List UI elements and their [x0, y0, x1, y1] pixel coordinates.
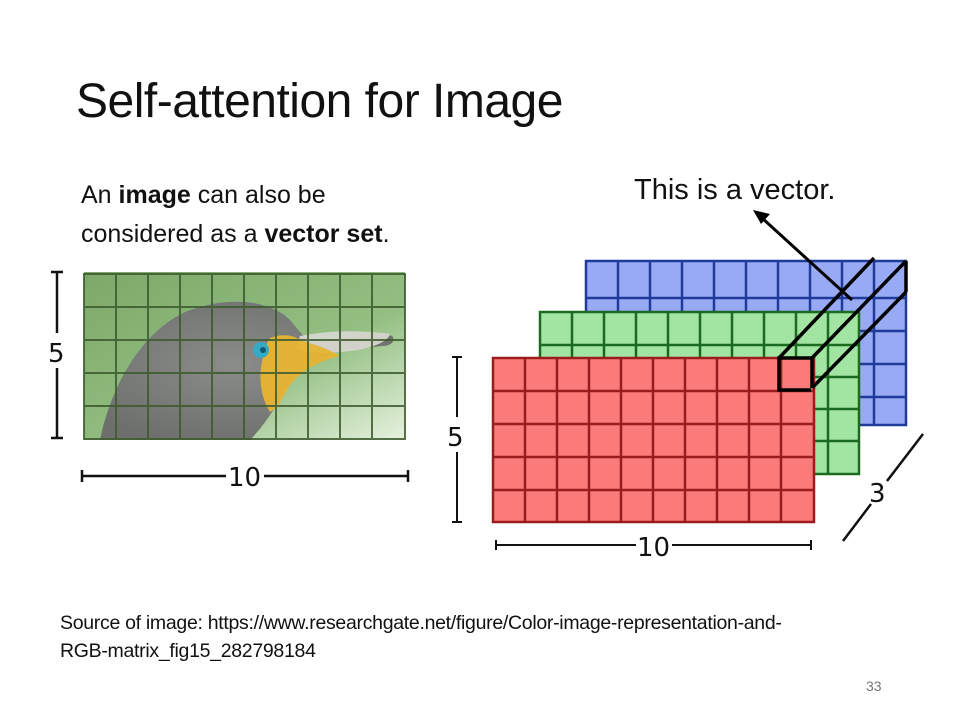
- right-width-dimension: [495, 540, 812, 550]
- left-width-label: 10: [228, 463, 261, 493]
- image-source-citation: Source of image: https://www.researchgat…: [60, 609, 940, 665]
- text-span: can also be: [190, 181, 326, 209]
- bird-image-figure: 5 10: [48, 270, 410, 493]
- description-line-1: An image can also be: [81, 176, 390, 215]
- vector-highlight-prism: [777, 256, 908, 392]
- bird-pupil: [260, 347, 266, 353]
- text-span: .: [382, 220, 390, 248]
- depth-dimension: [842, 433, 924, 542]
- vector-callout-label: This is a vector.: [634, 174, 836, 206]
- left-height-dimension: [51, 270, 63, 440]
- description-text: An image can also be considered as a vec…: [81, 176, 390, 254]
- right-height-dimension: [452, 356, 462, 523]
- bold-term-image: image: [118, 181, 191, 209]
- arrow-head-icon: [753, 210, 770, 224]
- right-width-label: 10: [637, 533, 670, 563]
- bird-image-grid: [83, 273, 406, 440]
- source-line-1: Source of image: https://www.researchgat…: [60, 612, 782, 634]
- bold-term-vector-set: vector set: [264, 220, 383, 248]
- page-number: 33: [866, 678, 882, 694]
- text-span: considered as a: [81, 220, 265, 248]
- left-height-label: 5: [48, 339, 65, 369]
- description-line-2: considered as a vector set.: [81, 215, 390, 254]
- callout-arrow: [753, 210, 854, 302]
- red-channel-plane: [491, 356, 816, 524]
- source-line-2: RGB-matrix_fig15_282798184: [60, 640, 316, 662]
- depth-label: 3: [869, 479, 886, 509]
- left-width-dimension: [80, 470, 410, 482]
- text-span: An: [81, 181, 119, 209]
- right-height-label: 5: [447, 423, 464, 453]
- rgb-tensor-figure: 5 10 3: [447, 210, 924, 563]
- slide-title: Self-attention for Image: [76, 75, 563, 128]
